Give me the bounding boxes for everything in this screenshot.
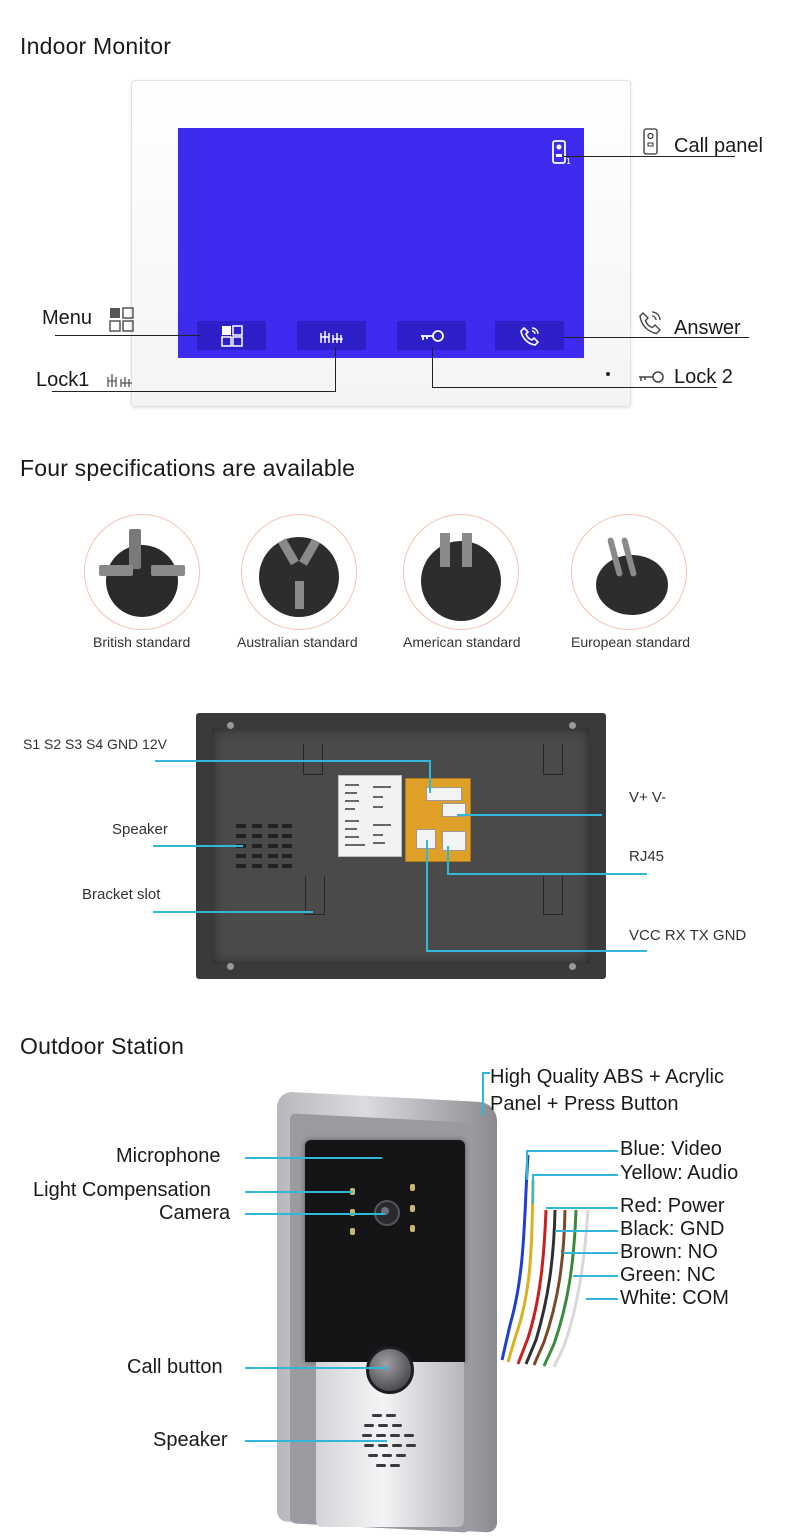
wiring-sticker [338, 775, 402, 857]
lock2-label: Lock 2 [674, 366, 733, 388]
call-button-label: Call button [127, 1356, 223, 1378]
american-label: American standard [403, 634, 521, 650]
european-plug-circle [571, 514, 687, 630]
european-label: European standard [571, 634, 691, 650]
rj45-label: RJ45 [629, 848, 665, 865]
australian-label: Australian standard [237, 634, 358, 650]
lock1-label-icon [107, 374, 132, 387]
wire-white-label: White: COM [620, 1287, 729, 1309]
light-compensation-label: Light Compensation [33, 1179, 211, 1201]
plugs-title: Four specifications are available [20, 455, 356, 481]
back-speaker-label: Speaker [112, 821, 168, 838]
outdoor-speaker-label: Speaker [153, 1429, 228, 1451]
answer-label-icon [639, 311, 661, 335]
wire-yellow-label: Yellow: Audio [620, 1162, 739, 1184]
camera-label: Camera [159, 1202, 231, 1224]
call-panel-icon: 1 [552, 140, 571, 166]
monitor-screen [178, 128, 584, 358]
european-plug-icon [596, 537, 668, 615]
australian-plug-circle [241, 514, 357, 630]
screw-br [569, 963, 576, 970]
lock2-screen-button[interactable] [397, 321, 466, 350]
british-plug-circle [84, 514, 200, 630]
mic-hole [606, 372, 610, 376]
svg-text:1: 1 [566, 157, 571, 166]
wire-green-label: Green: NC [620, 1264, 716, 1286]
abs-label-line2: Panel + Press Button [490, 1093, 679, 1115]
screw-tr [569, 722, 576, 729]
australian-plug-icon [259, 537, 339, 617]
wire-black-label: Black: GND [620, 1218, 725, 1240]
american-plug-icon [421, 533, 501, 621]
british-label: British standard [93, 634, 191, 650]
key-icon [421, 330, 444, 342]
camera-lens-center [381, 1207, 389, 1215]
call-button[interactable] [366, 1346, 414, 1394]
vcc-label: VCC RX TX GND [629, 927, 747, 944]
led-5 [410, 1205, 415, 1212]
vpower-label: V+ V- [629, 789, 667, 806]
menu-icon [221, 325, 243, 347]
microphone-label: Microphone [116, 1145, 221, 1167]
lock1-label: Lock1 [36, 369, 90, 391]
outdoor-speaker-grille [362, 1414, 416, 1467]
menu-screen-button[interactable] [197, 321, 266, 350]
screw-tl [227, 722, 234, 729]
abs-label-line1: High Quality ABS + Acrylic [490, 1066, 724, 1088]
bracket-slot-label: Bracket slot [82, 886, 161, 903]
call-panel-label: Call panel [674, 135, 763, 157]
phone-icon [520, 326, 540, 346]
led-3 [350, 1228, 355, 1235]
lock2-label-icon [639, 371, 664, 383]
british-plug-icon [99, 529, 185, 617]
wire-red-label: Red: Power [620, 1195, 725, 1217]
led-2 [350, 1209, 355, 1216]
connector-board [405, 778, 471, 862]
bracket-slot-tr [543, 744, 563, 775]
indoor-monitor-title: Indoor Monitor [20, 33, 172, 59]
outdoor-title: Outdoor Station [20, 1033, 185, 1059]
answer-label: Answer [674, 317, 741, 339]
wire-brown-label: Brown: NO [620, 1241, 718, 1263]
menu-label-icon [109, 307, 134, 332]
menu-label: Menu [42, 307, 93, 329]
screw-bl [227, 963, 234, 970]
outdoor-front-panel [305, 1140, 465, 1362]
bracket-slot-bl [305, 876, 325, 915]
bracket-slot-tl [303, 744, 323, 775]
american-plug-circle [403, 514, 519, 630]
led-6 [410, 1225, 415, 1232]
led-4 [410, 1184, 415, 1191]
s1-12v-label: S1 S2 S3 S4 GND 12V [23, 736, 167, 752]
call-panel-label-icon [643, 128, 658, 155]
answer-screen-button[interactable] [495, 321, 564, 350]
wire-bundle [500, 1154, 590, 1368]
lock1-screen-button[interactable] [297, 321, 366, 350]
gate-icon [320, 331, 343, 343]
bracket-slot-br [543, 876, 563, 915]
wire-blue-label: Blue: Video [620, 1138, 722, 1160]
